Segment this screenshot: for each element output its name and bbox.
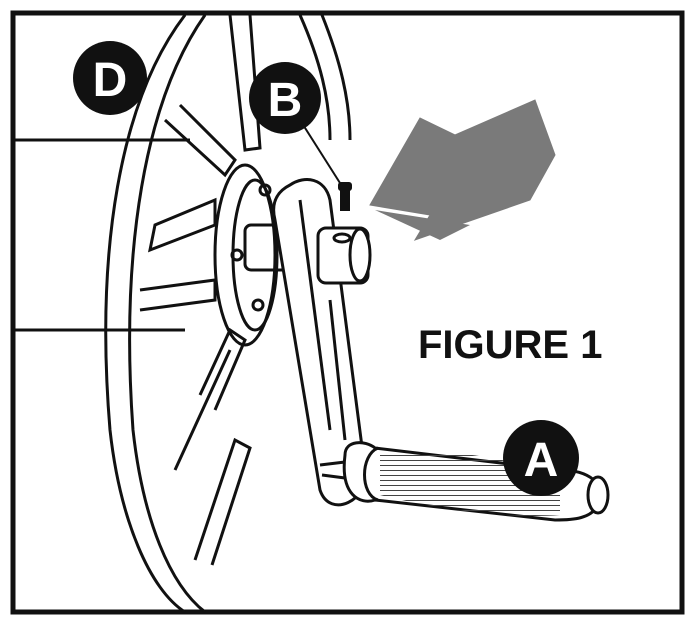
callout-d-label: D	[93, 54, 128, 107]
crank-arm	[272, 178, 367, 507]
callout-a: A	[503, 420, 579, 496]
callout-b-leader	[299, 119, 341, 184]
callout-a-label: A	[524, 434, 559, 487]
wheel-hub	[213, 163, 277, 347]
screw-b	[338, 182, 352, 211]
callout-b-label: B	[268, 74, 303, 127]
crank-collar	[316, 226, 372, 285]
pointer-arrow-icon	[369, 99, 556, 241]
callout-d: D	[73, 41, 147, 115]
reel-drum	[15, 138, 190, 332]
figure-title: FIGURE 1	[418, 323, 602, 367]
callout-b: B	[249, 62, 321, 134]
set-screw-hole	[332, 232, 352, 244]
